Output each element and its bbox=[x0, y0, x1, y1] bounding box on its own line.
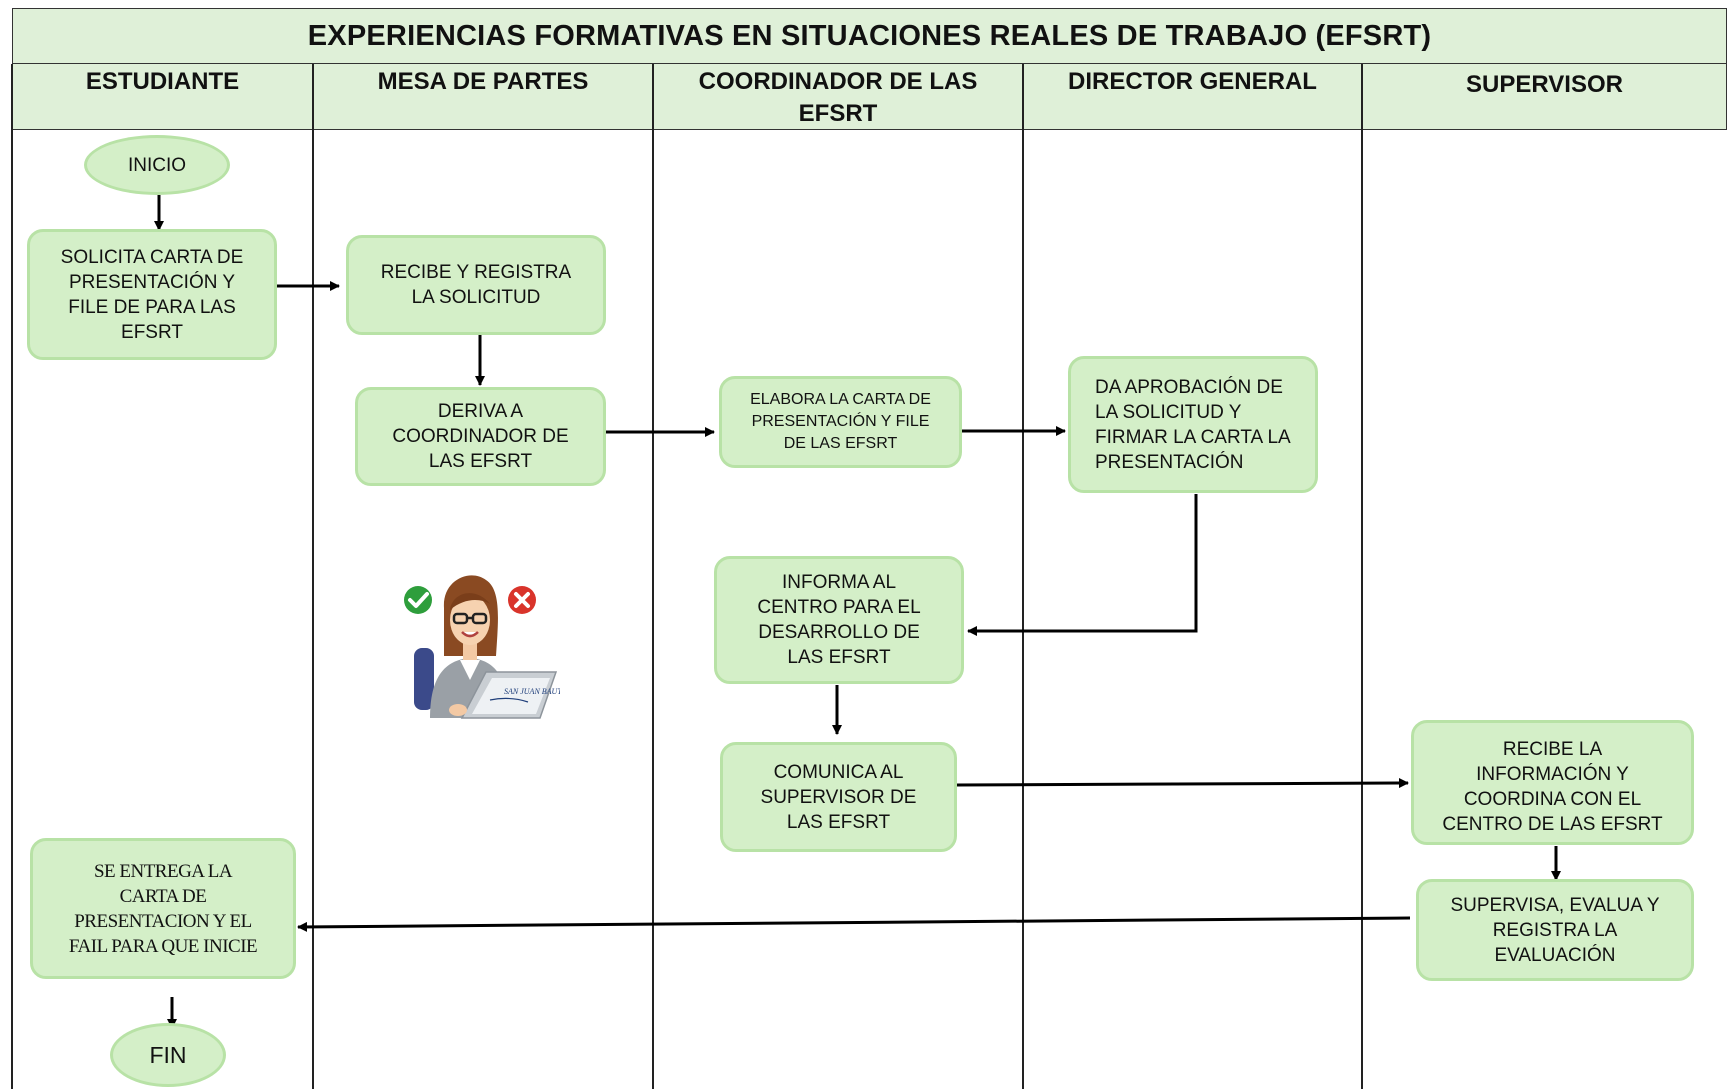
connector-aprobacion-informa bbox=[967, 494, 1198, 636]
end-node: FIN bbox=[110, 1023, 226, 1087]
process-entrega-carta: SE ENTREGA LA CARTA DE PRESENTACION Y EL… bbox=[30, 838, 296, 979]
process-recibe-informacion: RECIBE LA INFORMACIÓN Y COORDINA CON EL … bbox=[1411, 720, 1694, 845]
lane-header-coordinador: COORDINADOR DE LAS EFSRT bbox=[653, 64, 1023, 130]
process-comunica-supervisor: COMUNICA AL SUPERVISOR DE LAS EFSRT bbox=[720, 742, 957, 852]
process-da-aprobacion: DA APROBACIÓN DE LA SOLICITUD Y FIRMAR L… bbox=[1068, 356, 1318, 493]
lane-divider bbox=[652, 64, 654, 1089]
lane-header-supervisor: SUPERVISOR bbox=[1362, 64, 1727, 130]
process-supervisa-evalua: SUPERVISA, EVALUA Y REGISTRA LA EVALUACI… bbox=[1416, 879, 1694, 981]
lane-label: SUPERVISOR bbox=[1466, 71, 1623, 98]
lane-label: ESTUDIANTE bbox=[85, 68, 240, 95]
lane-label: MESA DE PARTES bbox=[377, 68, 589, 95]
lane-divider bbox=[1022, 64, 1024, 1089]
lane-label: COORDINADOR DE LAS bbox=[698, 68, 978, 95]
lane-divider bbox=[312, 64, 314, 1089]
lane-header-director-general: DIRECTOR GENERAL bbox=[1023, 64, 1362, 130]
receptionist-illustration: SAN JUAN BAUTISTA bbox=[400, 568, 577, 720]
lane-divider bbox=[1361, 64, 1363, 1089]
connector-comunica-recibe-info bbox=[955, 778, 1409, 789]
process-solicita-carta: SOLICITA CARTA DE PRESENTACIÓN Y FILE DE… bbox=[27, 229, 277, 360]
lane-label: DIRECTOR GENERAL bbox=[1068, 68, 1317, 95]
process-informa-centro: INFORMA AL CENTRO PARA EL DESARROLLO DE … bbox=[714, 556, 964, 684]
process-elabora-carta: ELABORA LA CARTA DE PRESENTACIÓN Y FILE … bbox=[719, 376, 962, 468]
process-deriva: DERIVA A COORDINADOR DE LAS EFSRT bbox=[355, 387, 606, 486]
laptop-logo-text: SAN JUAN BAUTISTA bbox=[504, 687, 560, 696]
lane-label-line2: EFSRT bbox=[798, 100, 878, 127]
connector-supervisa-entrega bbox=[297, 916, 1411, 932]
cross-icon bbox=[508, 586, 536, 614]
lane-divider bbox=[11, 64, 13, 1089]
lane-header-mesa-de-partes: MESA DE PARTES bbox=[313, 64, 653, 130]
process-recibe-registra: RECIBE Y REGISTRA LA SOLICITUD bbox=[346, 235, 606, 335]
diagram-title: EXPERIENCIAS FORMATIVAS EN SITUACIONES R… bbox=[12, 8, 1727, 64]
check-icon bbox=[404, 586, 432, 614]
start-node: INICIO bbox=[84, 135, 230, 195]
